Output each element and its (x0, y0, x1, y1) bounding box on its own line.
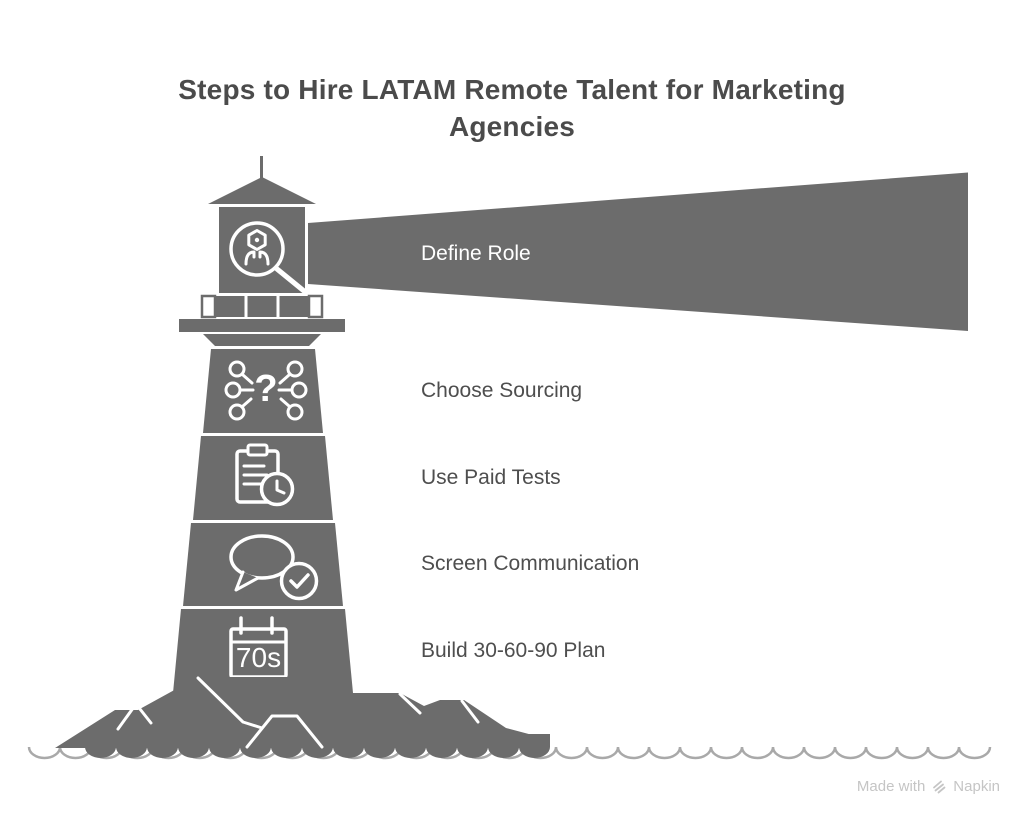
step-label-define-role: Define Role (421, 242, 531, 265)
lighthouse-roof (208, 177, 316, 204)
page-title: Steps to Hire LATAM Remote Talent for Ma… (178, 74, 846, 142)
tower-segment-tests (193, 436, 333, 520)
tower-segment-plan (173, 609, 353, 693)
tower-segment-sourcing (203, 349, 323, 433)
person-search-icon (229, 221, 307, 294)
watermark-prefix: Made with (856, 778, 926, 795)
rock-wave-fringe (85, 734, 550, 759)
step-label-use-paid-tests: Use Paid Tests (421, 466, 561, 489)
lighthouse-mast (260, 156, 263, 178)
clipboard-clock-icon (235, 443, 295, 507)
step-label-choose-sourcing: Choose Sourcing (421, 379, 583, 402)
light-beam (308, 172, 968, 331)
rock-facet-lines (116, 676, 480, 749)
step-label-build-plan: Build 30-60-90 Plan (421, 639, 606, 662)
chat-check-icon (229, 534, 319, 601)
tower-neck (203, 334, 321, 346)
gallery-railing (200, 294, 324, 319)
rocks (55, 676, 550, 759)
calendar-icon: 70s (229, 616, 288, 679)
napkin-watermark[interactable]: Made with Napkin (857, 778, 1000, 795)
step-label-screen-communication: Screen Communication (421, 552, 640, 575)
napkin-logo-icon (933, 780, 946, 793)
question-mark-glyph: ? (254, 368, 277, 410)
watermark-brand: Napkin (953, 778, 1000, 795)
gallery-walkway (179, 319, 345, 332)
calendar-text-glyph: 70s (236, 642, 281, 673)
options-network-icon: ? (224, 360, 308, 421)
